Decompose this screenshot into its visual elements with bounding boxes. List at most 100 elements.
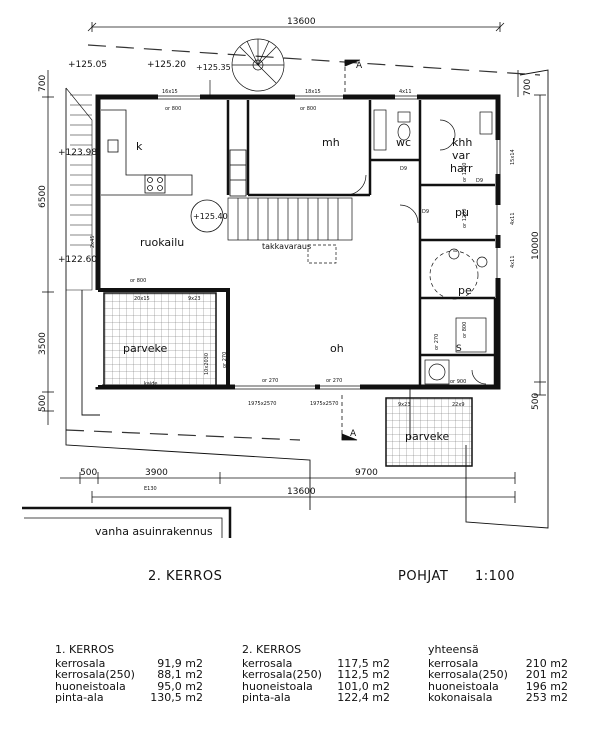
window-label: 16x15 [162,89,178,95]
site-outlines [65,69,549,529]
scale-label: 1:100 [475,569,515,584]
area-row: kerrosala(250) 88,1 m2 [55,669,203,681]
room-label-mh: mh [322,136,340,149]
area-label: huoneistoala [242,679,313,693]
fixtures [373,109,493,385]
drawing-title: POHJAT [398,569,448,584]
area-label: kerrosala(250) [242,668,322,682]
area-value: 253 m2 [525,691,568,705]
level-6: +125.40 [193,212,228,221]
area-value: 130,5 m2 [150,691,203,705]
area-value: 210 m2 [525,656,568,670]
area-value: 201 m2 [525,668,568,682]
window-label: 18x15 [305,89,321,95]
area-label: kerrosala [242,656,293,670]
window-label: 9x23 [398,402,411,408]
window-label: 4x11 [399,89,412,95]
dim-bottom-seg-2: 3900 [145,468,168,478]
opening-label: or 270 [326,378,342,384]
label-old-building: vanha asuinrakennus [95,525,213,538]
area-label: kerrosala [428,656,479,670]
dimension-lines [42,22,546,503]
window-label: 20x15 [134,296,150,302]
dim-left-1: 700 [38,75,48,92]
area-value: 122,4 m2 [337,691,390,705]
interior-stair [227,197,353,264]
window-label: 1975x2570 [310,401,338,407]
opening-label: or 270 [434,334,440,350]
dim-right-2: 500 [531,393,541,410]
room-label-parveke-left: parveke [123,342,168,355]
level-3: +125.35 [196,63,231,72]
label-kaide: kaide [144,381,158,387]
area-label: huoneistoala [428,679,499,693]
exterior-stair [65,87,93,291]
dim-bottom-seg-1: 500 [80,468,97,478]
level-5: +122.60 [58,255,97,265]
area-label: kerrosala(250) [428,668,508,682]
window-label: 4x11 [510,212,516,225]
area-label: pinta-ala [55,691,104,705]
area-label: kerrosala(250) [55,668,135,682]
opening-label: or 1200 [462,163,468,182]
dim-right-inner: 700 [523,79,533,96]
area-value: 101,0 m2 [337,679,390,693]
area-value: 88,1 m2 [157,668,203,682]
opening-label: D9 [422,209,429,215]
section-label-top: A [356,61,363,71]
area-row: pinta-ala 130,5 m2 [55,692,203,704]
area-heading: 2. KERROS [242,643,302,656]
area-value: 95,0 m2 [157,679,203,693]
level-marker-circle [190,199,224,233]
window-label: 4x11 [510,255,516,268]
floor-title: 2. KERROS [148,569,222,584]
room-label-k: k [136,140,143,153]
area-column-total: yhteensä kerrosala 210 m2 kerrosala(250) 2… [428,644,568,704]
window-label: 22x9 [452,402,465,408]
opening-label: or 800 [300,106,316,112]
room-label-var: var [452,149,470,162]
area-value: 196 m2 [525,679,568,693]
balconies [103,292,473,467]
area-label: huoneistoala [55,679,126,693]
opening-label: D9 [400,166,407,172]
room-label-s: S [456,344,462,354]
window-glazing [158,95,501,390]
area-heading: yhteensä [428,643,479,656]
dim-top-total: 13600 [287,17,316,27]
opening-label: or 800 [130,278,146,284]
room-label-ruokailu: ruokailu [140,236,184,249]
dim-bottom-total: 13600 [287,487,316,497]
area-row: huoneistoala 101,0 m2 [242,681,390,693]
window-label: E130 [144,486,157,492]
dim-left-3: 3500 [38,332,48,355]
opening-label: or 800 [462,322,468,338]
area-label: kerrosala [55,656,106,670]
room-label-pu: pu [455,206,469,219]
room-label-oh: oh [330,342,344,355]
section-markers [341,59,361,441]
spiral-stair [231,38,285,92]
opening-label: or 900 [450,379,466,385]
opening-label: 10x2030 [204,353,210,375]
dim-left-4: 500 [38,395,48,412]
opening-label: or 270 [262,378,278,384]
kitchen-counter [101,109,247,197]
area-row: huoneistoala 95,0 m2 [55,681,203,693]
level-4: +123.98 [58,148,97,158]
dim-right-1: 10000 [531,231,541,260]
dim-bottom-seg-3: 9700 [355,468,378,478]
label-takkavaraus: takkavaraus [262,242,311,251]
window-labels: 16x15 18x15 4x11 15x14 4x11 4x11 20x15 9… [134,89,516,492]
window-label: 15x14 [510,149,516,165]
old-building [22,506,232,538]
level-2: +125.20 [147,60,186,70]
area-value: 112,5 m2 [337,668,390,682]
floor-plan: 13600 13600 500 3900 9700 700 6500 3500 … [22,17,549,584]
